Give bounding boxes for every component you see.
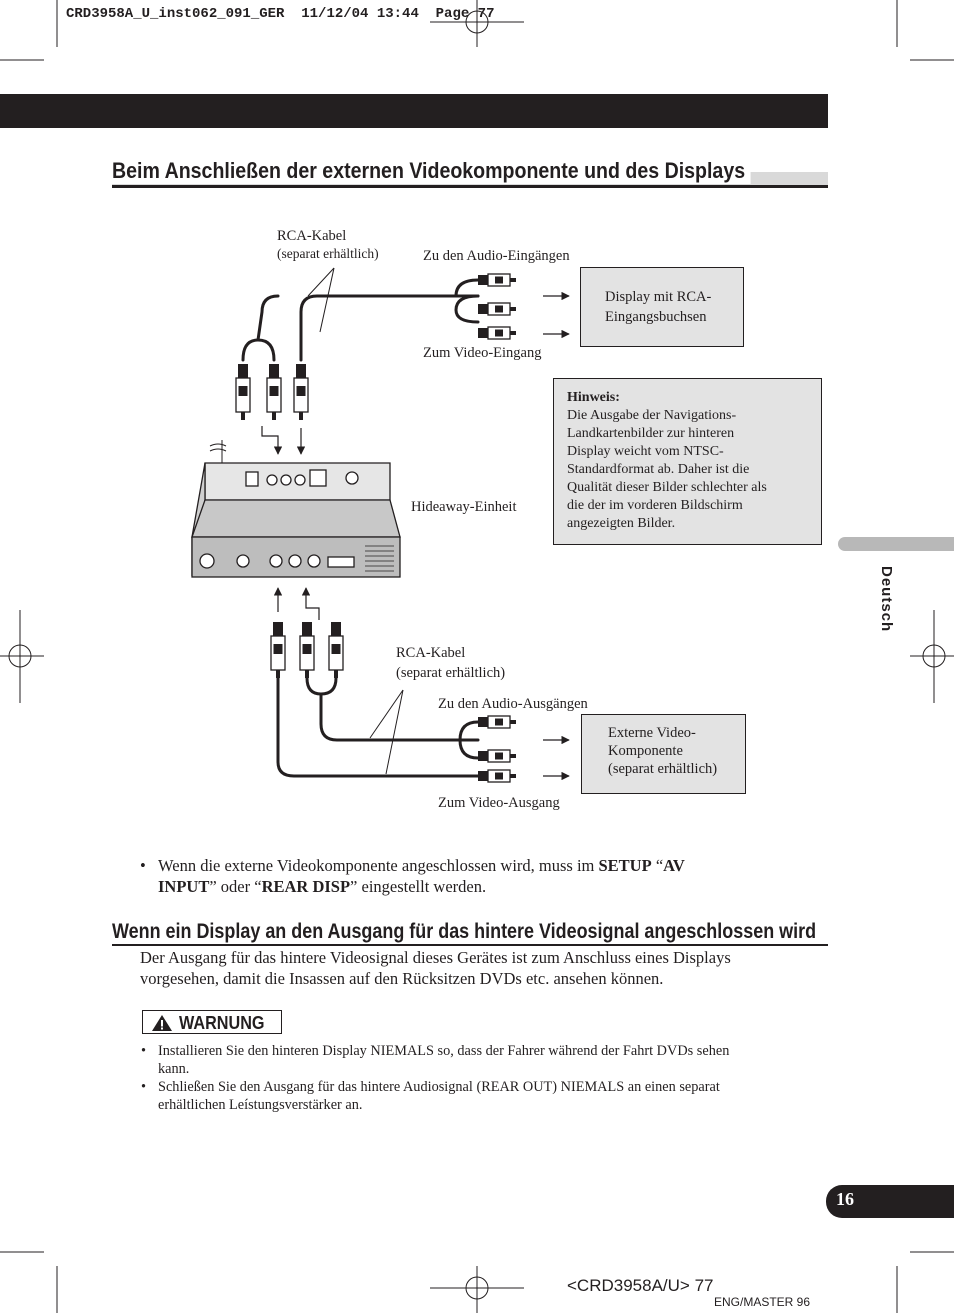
section2-body-line1: Der Ausgang für das hintere Videosignal … [140, 948, 731, 967]
warning-2-line2: erhältlichen Leístungsverstärker an. [158, 1097, 363, 1113]
rca-cable-bottom-line1: RCA-Kabel [396, 645, 466, 661]
warning-badge: WARNUNG [142, 1010, 282, 1034]
note-line: Display weicht vom NTSC- [567, 444, 724, 459]
warning-1-line1: Installieren Sie den hinteren Display NI… [158, 1043, 730, 1059]
page-number-tab [826, 1185, 954, 1218]
bullet-dot: • [141, 1079, 147, 1095]
bullet-dot: • [140, 856, 146, 875]
note-line: Qualität dieser Bilder schlechter als [567, 480, 767, 495]
warning-item: • Schließen Sie den Ausgang für das hint… [141, 1078, 811, 1114]
to-video-input-label: Zum Video-Eingang [423, 345, 542, 361]
rca-cable-bottom-label: RCA-Kabel (separat erhältlich) [396, 643, 505, 683]
note-line: Standardformat ab. Daher ist die [567, 462, 750, 477]
display-box: Display mit RCA- Eingangsbuchsen [580, 267, 744, 347]
external-box-line1: Externe Video- [608, 725, 696, 741]
section2-body: Der Ausgang für das hintere Videosignal … [140, 947, 731, 989]
rca-cable-top-line1: RCA-Kabel [277, 228, 347, 244]
section2-body-line2: vorgesehen, damit die Insassen auf den R… [140, 969, 664, 988]
bullet-dot: • [141, 1043, 147, 1059]
section-title: Beim Anschließen der externen Videokompo… [112, 158, 751, 184]
page-number: 16 [836, 1189, 854, 1209]
to-audio-inputs-label: Zu den Audio-Eingängen [423, 248, 570, 264]
note-line: Die Ausgabe der Navigations- [567, 408, 737, 423]
external-component-box: Externe Video- Komponente (separat erhäl… [581, 714, 746, 794]
note-line: angezeigten Bilder. [567, 516, 676, 531]
hideaway-unit-label: Hideaway-Einheit [411, 499, 517, 515]
rca-cable-top-line2: (separat erhältlich) [277, 246, 379, 261]
bullet1-input: INPUT [158, 877, 210, 896]
bullet1-text-h: ” eingestellt werden. [350, 877, 487, 896]
side-tab-language: Deutsch [878, 566, 895, 633]
side-tab-bar [838, 537, 954, 551]
note-title: Hinweis: [567, 390, 620, 405]
footer-code: <CRD3958A/U> 77 [567, 1276, 714, 1295]
warning-1-line2: kann. [158, 1061, 190, 1077]
display-box-line2: Eingangsbuchsen [605, 309, 707, 325]
bullet1-text-a: Wenn die externe Videokomponente angesch… [158, 856, 599, 875]
bullet1-text-c: “ [651, 856, 664, 875]
bullet1-av: AV [663, 856, 685, 875]
to-video-output-label: Zum Video-Ausgang [438, 795, 560, 811]
note-line: die der im vorderen Bildschirm [567, 498, 743, 513]
rca-cable-top-label: RCA-Kabel (separat erhältlich) [277, 227, 379, 263]
connection-diagram [191, 267, 570, 783]
bullet1-rear-disp: REAR DISP [261, 877, 351, 896]
warning-triangle-icon [152, 1015, 172, 1031]
bullet1-setup: SETUP [598, 856, 652, 875]
note-line: Landkartenbilder zur hinteren [567, 426, 735, 441]
bullet1-text-f: ” oder “ [209, 877, 262, 896]
section2-title-rule [112, 944, 828, 946]
note-box: Hinweis: Die Ausgabe der Navigations- La… [553, 378, 822, 545]
footer-master: ENG/MASTER 96 [714, 1295, 811, 1309]
rca-cable-bottom-line2: (separat erhältlich) [396, 665, 506, 681]
external-box-line3: (separat erhältlich) [608, 761, 718, 777]
setup-bullet: • Wenn die externe Videokomponente anges… [140, 855, 760, 897]
warning-list: • Installieren Sie den hinteren Display … [141, 1042, 811, 1114]
section2-title: Wenn ein Display an den Ausgang für das … [112, 920, 817, 943]
display-box-line1: Display mit RCA- [605, 289, 712, 305]
print-header: CRD3958A_U_inst062_091_GER 11/12/04 13:4… [66, 6, 495, 22]
warning-item: • Installieren Sie den hinteren Display … [141, 1042, 811, 1078]
warning-2-line1: Schließen Sie den Ausgang für das hinter… [158, 1079, 720, 1095]
header-bar [0, 94, 828, 128]
external-box-line2: Komponente [608, 743, 683, 759]
to-audio-outputs-label: Zu den Audio-Ausgängen [438, 696, 588, 712]
warning-label: WARNUNG [179, 1013, 265, 1033]
